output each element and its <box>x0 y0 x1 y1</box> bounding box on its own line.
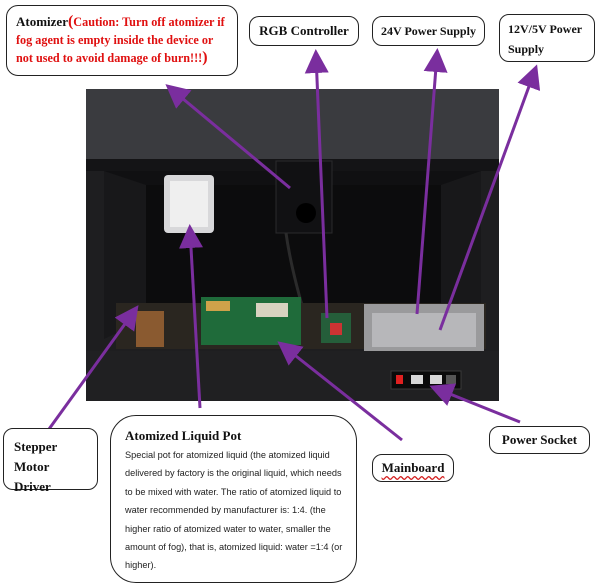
power-24v-label: 24V Power Supply <box>381 24 476 38</box>
rgb-controller-label: RGB Controller <box>259 23 349 38</box>
stepper-motor-driver-callout: Stepper Motor Driver <box>3 428 98 494</box>
caution-open-paren: ( <box>67 13 74 30</box>
arrow-stepper-motor-driver <box>42 305 139 437</box>
arrow-rgb-controller <box>304 49 329 319</box>
liquid-pot-description: Special pot for atomized liquid (the ato… <box>125 450 343 571</box>
mainboard-callout: Mainboard <box>372 454 454 482</box>
arrow-12v5v-power-supply <box>438 64 541 331</box>
power-24v-callout: 24V Power Supply <box>372 16 485 46</box>
power-socket-label: Power Socket <box>501 432 578 447</box>
caution-text: Caution: Turn off atomizer if fog agent … <box>16 15 225 65</box>
stepper-motor-driver-label: Stepper Motor Driver <box>14 439 58 494</box>
caution-close-paren: ) <box>202 49 208 66</box>
arrow-power-socket <box>429 383 521 424</box>
atomizer-callout: Atomizer(Caution: Turn off atomizer if f… <box>6 5 238 76</box>
mainboard-label: Mainboard <box>381 460 445 475</box>
arrow-mainboard <box>277 341 403 442</box>
atomizer-title: Atomizer <box>16 14 68 29</box>
arrow-24v-power-supply <box>415 48 448 315</box>
liquid-pot-title: Atomized Liquid Pot <box>125 428 242 443</box>
rgb-controller-callout: RGB Controller <box>249 16 359 46</box>
power-socket-callout: Power Socket <box>489 426 590 454</box>
arrow-liquid-pot <box>179 224 203 409</box>
arrow-atomizer <box>165 84 291 190</box>
liquid-pot-callout: Atomized Liquid Pot Special pot for atom… <box>110 415 357 583</box>
power-12v5v-callout: 12V/5V Power Supply <box>499 14 595 62</box>
power-12v5v-label: 12V/5V Power Supply <box>508 22 582 56</box>
